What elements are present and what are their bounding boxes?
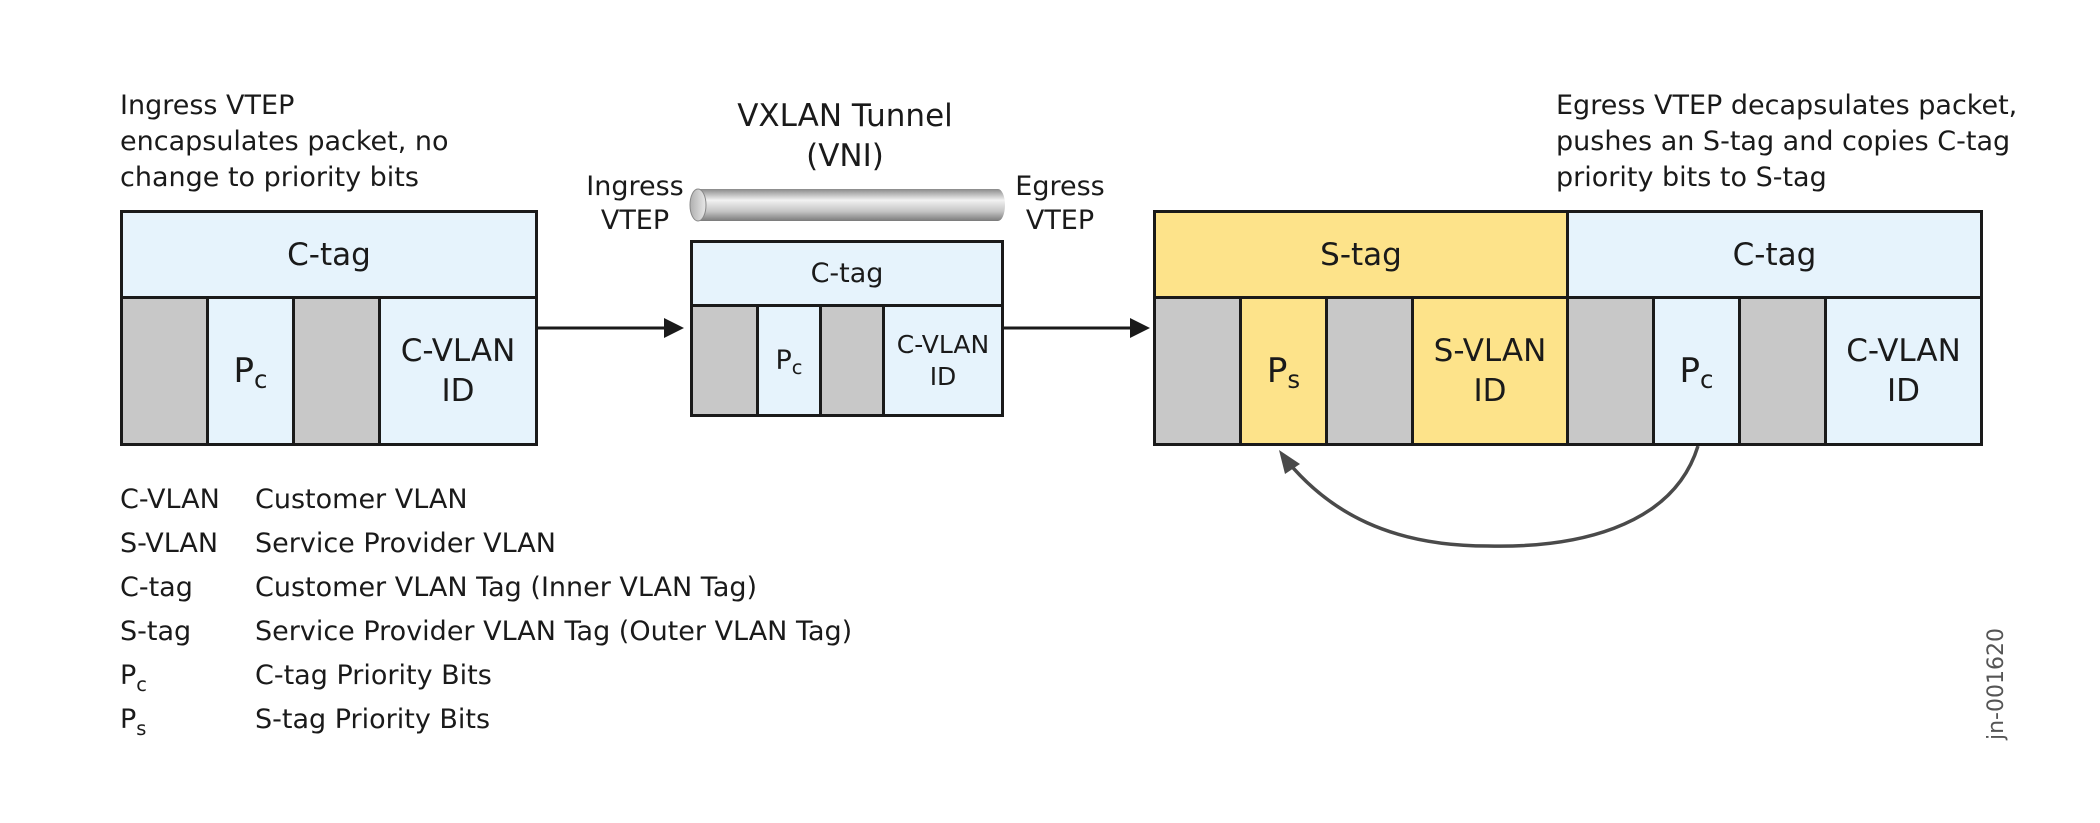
tunnel-ingress-label-line: VTEP — [600, 205, 670, 236]
legend-desc: Customer VLAN Tag (Inner VLAN Tag) — [255, 572, 758, 603]
priority-copy-arc — [1279, 445, 1700, 548]
vlan-id-line: ID — [929, 361, 957, 391]
vlan-id-line: ID — [1886, 373, 1920, 409]
vlan-id-line: ID — [441, 373, 475, 409]
priority-symbol: P — [1266, 351, 1288, 391]
egress-s-tag-header: S-tag — [1156, 213, 1569, 299]
vlan-id-line: ID — [1473, 373, 1507, 409]
priority-subscript: s — [1287, 365, 1301, 395]
egress-headers: S-tag C-tag — [1156, 213, 1980, 299]
priority-subscript: c — [254, 365, 268, 395]
legend-desc: Service Provider VLAN — [255, 528, 556, 559]
egress-caption-line: Egress VTEP decapsulates packet, — [1556, 90, 2018, 121]
legend-desc: S-tag Priority Bits — [255, 704, 491, 735]
ingress-caption-line: Ingress VTEP — [120, 90, 295, 121]
ingress-reserved-field — [295, 299, 381, 443]
tunnel-ingress-label: Ingress VTEP — [580, 170, 690, 238]
egress-caption-line: priority bits to S-tag — [1556, 162, 1827, 193]
vxlan-tunnel-pipe — [689, 188, 1005, 222]
vlan-id-line: C-VLAN — [1846, 333, 1961, 369]
legend-term-subscript: c — [136, 672, 147, 696]
egress-caption: Egress VTEP decapsulates packet, pushes … — [1556, 88, 2017, 196]
figure-id: jn-001620 — [1984, 628, 2009, 740]
tunnel-c-vlan-id-field: C-VLAN ID — [885, 307, 1001, 414]
legend-term-subscript: s — [136, 716, 147, 740]
tunnel-egress-label: Egress VTEP — [1005, 170, 1115, 238]
legend-desc: Customer VLAN — [255, 484, 468, 515]
priority-subscript: c — [1700, 365, 1714, 395]
egress-c-reserved-field — [1741, 299, 1827, 443]
egress-s-vlan-id-field: S-VLAN ID — [1414, 299, 1569, 443]
tunnel-egress-label-line: VTEP — [1025, 205, 1095, 236]
priority-symbol: P — [775, 345, 792, 376]
legend-term: Pc — [120, 654, 255, 700]
priority-symbol: P — [233, 351, 255, 391]
egress-c-reserved-field — [1569, 299, 1655, 443]
ingress-c-tag-header: C-tag — [123, 213, 535, 299]
tunnel-reserved-field — [693, 307, 759, 414]
legend-term: S-tag — [120, 616, 192, 647]
legend-row: C-VLAN Customer VLAN — [120, 478, 468, 522]
tunnel-reserved-field — [822, 307, 885, 414]
legend-term: Ps — [120, 698, 255, 744]
tunnel-ingress-label-line: Ingress — [586, 171, 684, 202]
egress-caption-line: pushes an S-tag and copies C-tag — [1556, 126, 2011, 157]
egress-c-tag-header: C-tag — [1569, 213, 1980, 299]
ingress-caption: Ingress VTEP encapsulates packet, no cha… — [120, 88, 449, 196]
legend-term-symbol: P — [120, 660, 137, 691]
legend-term: C-tag — [120, 572, 193, 603]
ingress-c-vlan-id-field: C-VLAN ID — [381, 299, 535, 443]
tunnel-title-line1: VXLAN Tunnel — [737, 98, 953, 134]
ingress-caption-line: encapsulates packet, no — [120, 126, 449, 157]
egress-s-reserved-field — [1328, 299, 1414, 443]
egress-c-vlan-id-field: C-VLAN ID — [1827, 299, 1980, 443]
vlan-id-line: C-VLAN — [400, 333, 516, 369]
priority-symbol: P — [1679, 351, 1701, 391]
legend-desc: C-tag Priority Bits — [255, 660, 492, 691]
tunnel-c-tag-header: C-tag — [693, 243, 1001, 307]
ingress-reserved-field — [123, 299, 209, 443]
priority-subscript: c — [791, 355, 803, 379]
arrow-tunnel-to-egress — [1004, 318, 1150, 338]
ingress-caption-line: change to priority bits — [120, 162, 419, 193]
vlan-id-line: C-VLAN — [896, 329, 990, 359]
egress-s-reserved-field — [1156, 299, 1242, 443]
arrow-ingress-to-tunnel — [538, 318, 684, 338]
legend-term: C-VLAN — [120, 484, 220, 515]
legend-term: S-VLAN — [120, 528, 219, 559]
legend-term-symbol: P — [120, 704, 137, 735]
tunnel-egress-label-line: Egress — [1015, 171, 1105, 202]
legend-row: S-tag Service Provider VLAN Tag (Outer VL… — [120, 610, 852, 654]
legend-row: C-tag Customer VLAN Tag (Inner VLAN Tag) — [120, 566, 757, 610]
legend-row: S-VLAN Service Provider VLAN — [120, 522, 556, 566]
tunnel-title-line2: (VNI) — [806, 138, 884, 174]
tunnel-title: VXLAN Tunnel (VNI) — [700, 96, 990, 176]
vlan-id-line: S-VLAN — [1433, 333, 1547, 369]
legend-desc: Service Provider VLAN Tag (Outer VLAN Ta… — [255, 616, 853, 647]
